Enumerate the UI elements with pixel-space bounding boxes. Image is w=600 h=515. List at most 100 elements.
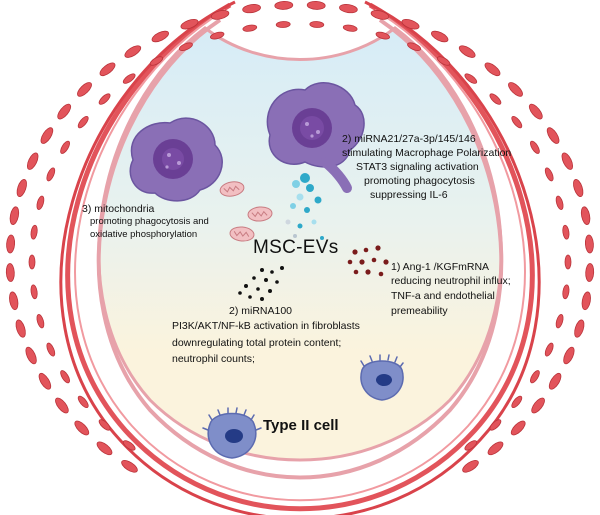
mirna100-line: neutrophil counts; [172, 353, 255, 365]
red-blood-cell-icon [508, 82, 523, 97]
macrophage-icon [129, 117, 223, 202]
red-blood-cell-icon [25, 346, 37, 365]
ang1-heading: 1) Ang-1 /KGFmRNA [391, 261, 490, 273]
red-blood-cell-icon [242, 4, 261, 14]
red-blood-cell-icon [98, 93, 111, 105]
red-blood-cell-icon [530, 140, 540, 154]
mitochondria-icon [219, 181, 273, 242]
red-blood-cell-icon [99, 62, 116, 77]
red-blood-cell-icon [151, 30, 169, 43]
red-blood-cell-icon [46, 167, 56, 182]
red-blood-cell-icon [6, 234, 16, 254]
center-label: MSC-EVs [253, 237, 339, 258]
red-blood-cell-icon [462, 459, 479, 473]
extracellular-vesicle-icon [347, 245, 389, 277]
red-blood-cell-icon [178, 42, 193, 51]
mirna100-heading: 2) miRNA100 [229, 305, 293, 317]
red-blood-cell-icon [242, 24, 258, 32]
red-blood-cell-icon [562, 224, 570, 240]
red-blood-cell-icon [342, 24, 358, 32]
red-blood-cell-icon [370, 10, 390, 20]
red-blood-cell-icon [546, 127, 560, 144]
red-blood-cell-icon [511, 115, 523, 129]
mirna100-line: PI3K/AKT/NF-kB activation in fibroblasts [172, 320, 360, 332]
red-blood-cell-icon [401, 18, 420, 30]
red-blood-cell-icon [530, 370, 540, 384]
red-blood-cell-icon [274, 0, 294, 10]
red-blood-cell-icon [77, 82, 92, 97]
red-blood-cell-icon [436, 56, 451, 66]
red-blood-cell-icon [544, 167, 554, 182]
red-blood-cell-icon [96, 441, 113, 456]
red-blood-cell-icon [36, 314, 45, 329]
red-blood-cell-icon [531, 397, 545, 414]
red-blood-cell-icon [573, 178, 584, 198]
red-blood-cell-icon [28, 254, 36, 270]
red-blood-cell-icon [555, 195, 564, 210]
red-blood-cell-icon [74, 420, 90, 436]
red-blood-cell-icon [124, 45, 142, 58]
red-blood-cell-icon [306, 0, 326, 10]
red-blood-cell-icon [584, 234, 594, 254]
alveolar-type2-cell-icon [202, 407, 262, 459]
red-blood-cell-icon [510, 420, 526, 436]
red-blood-cell-icon [77, 115, 89, 129]
mirna100-line: downregulating total protein content; [172, 337, 342, 349]
mirna21-line: promoting phagocytosis [364, 175, 475, 187]
red-blood-cell-icon [489, 93, 502, 105]
red-blood-cell-icon [122, 73, 136, 84]
red-blood-cell-icon [487, 441, 504, 456]
red-blood-cell-icon [149, 56, 164, 66]
red-blood-cell-icon [511, 395, 523, 409]
red-blood-cell-icon [407, 42, 422, 51]
red-blood-cell-icon [36, 195, 45, 210]
red-blood-cell-icon [548, 372, 562, 390]
red-blood-cell-icon [339, 4, 358, 14]
red-blood-cell-icon [309, 21, 325, 28]
epithelial-lining [96, 18, 504, 480]
red-blood-cell-icon [581, 291, 591, 311]
red-blood-cell-icon [555, 314, 564, 329]
red-blood-cell-icon [5, 263, 15, 282]
type2-cell-label: Type II cell [263, 417, 339, 434]
red-blood-cell-icon [180, 18, 199, 30]
red-blood-cell-icon [544, 342, 554, 357]
ang1-line: premeability [391, 305, 448, 317]
red-blood-cell-icon [563, 346, 575, 365]
red-blood-cell-icon [464, 73, 478, 84]
red-blood-cell-icon [15, 319, 26, 338]
mirna21-line: stimulating Macrophage Polarization [342, 147, 512, 159]
ang1-line: TNF-a and endothelial [391, 290, 495, 302]
red-blood-cell-icon [431, 30, 449, 43]
ang1-line: reducing neutrophil influx; [391, 275, 511, 287]
extracellular-vesicle-icon [238, 266, 284, 301]
red-blood-cell-icon [30, 224, 38, 240]
red-blood-cell-icon [210, 10, 230, 20]
red-blood-cell-icon [26, 152, 39, 170]
red-blood-cell-icon [275, 21, 291, 28]
red-blood-cell-icon [122, 440, 136, 451]
red-blood-cell-icon [46, 342, 56, 357]
red-blood-cell-icon [564, 254, 572, 270]
red-blood-cell-icon [375, 31, 390, 40]
mitochondria-line: promoting phagocytosis and [90, 216, 209, 227]
red-blood-cell-icon [562, 284, 570, 300]
red-blood-cell-icon [5, 0, 595, 473]
red-blood-cell-icon [574, 319, 585, 338]
red-blood-cell-icon [458, 45, 476, 58]
alveolar-type2-cell-icon [360, 354, 404, 401]
mirna21-line: suppressing IL-6 [370, 189, 448, 201]
mirna21-heading: 2) miRNA21/27a-3p/145/146 [342, 133, 476, 145]
red-blood-cell-icon [40, 127, 54, 144]
red-blood-cell-icon [210, 31, 225, 40]
red-blood-cell-icon [16, 178, 27, 198]
red-blood-cell-icon [464, 440, 478, 451]
red-blood-cell-icon [528, 103, 543, 120]
red-blood-cell-icon [484, 62, 501, 77]
red-blood-cell-icon [55, 397, 69, 414]
red-blood-cell-icon [30, 284, 38, 300]
mitochondria-line: oxidative phosphorylation [90, 229, 198, 240]
red-blood-cell-icon [9, 206, 20, 225]
